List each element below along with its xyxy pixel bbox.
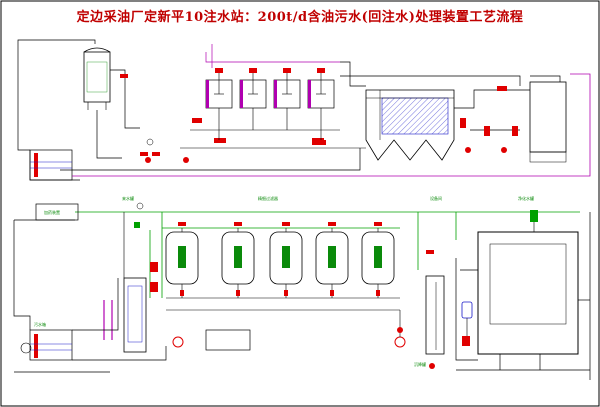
header-tank-top	[29, 149, 73, 181]
top-right-piping	[60, 61, 561, 171]
magenta-return-line	[72, 73, 591, 177]
valves-top-right	[312, 86, 518, 153]
dosing-tower	[83, 47, 111, 110]
fine-filters-label: 精细过滤器	[258, 195, 278, 201]
header-tank-label: 污水箱	[34, 321, 46, 327]
metering-unit	[461, 301, 473, 346]
right-valves	[397, 250, 435, 369]
chemical-dosing-units	[180, 44, 366, 149]
filter-valves	[178, 222, 382, 296]
backwash-pump-box	[172, 310, 406, 351]
settling-tank-label: 沉降罐	[414, 361, 426, 367]
clean-tank-label: 净化水罐	[518, 195, 534, 201]
green-main-header	[75, 211, 580, 298]
inlet-tank-label: 来水罐	[122, 195, 134, 201]
clean-water-tank	[477, 210, 579, 355]
equipment-label: 设备间	[430, 195, 442, 201]
buffer-tank	[529, 81, 567, 163]
filter-labels-strip	[178, 246, 382, 268]
sewage-tank-bottom	[20, 329, 73, 361]
settling-tank	[425, 275, 445, 355]
flotation-column	[103, 202, 158, 353]
dosing-device-label: 加药装置	[44, 209, 60, 215]
diagram-title: 定边采油厂定新平10注水站：200t/d含油污水(回注水)处理装置工艺流程	[76, 10, 524, 25]
fine-filters	[165, 231, 395, 285]
right-piping	[455, 212, 591, 380]
valve-cluster-top-left	[120, 74, 189, 163]
bottom-left-piping	[13, 219, 167, 373]
inclined-plate-separator	[365, 89, 455, 161]
